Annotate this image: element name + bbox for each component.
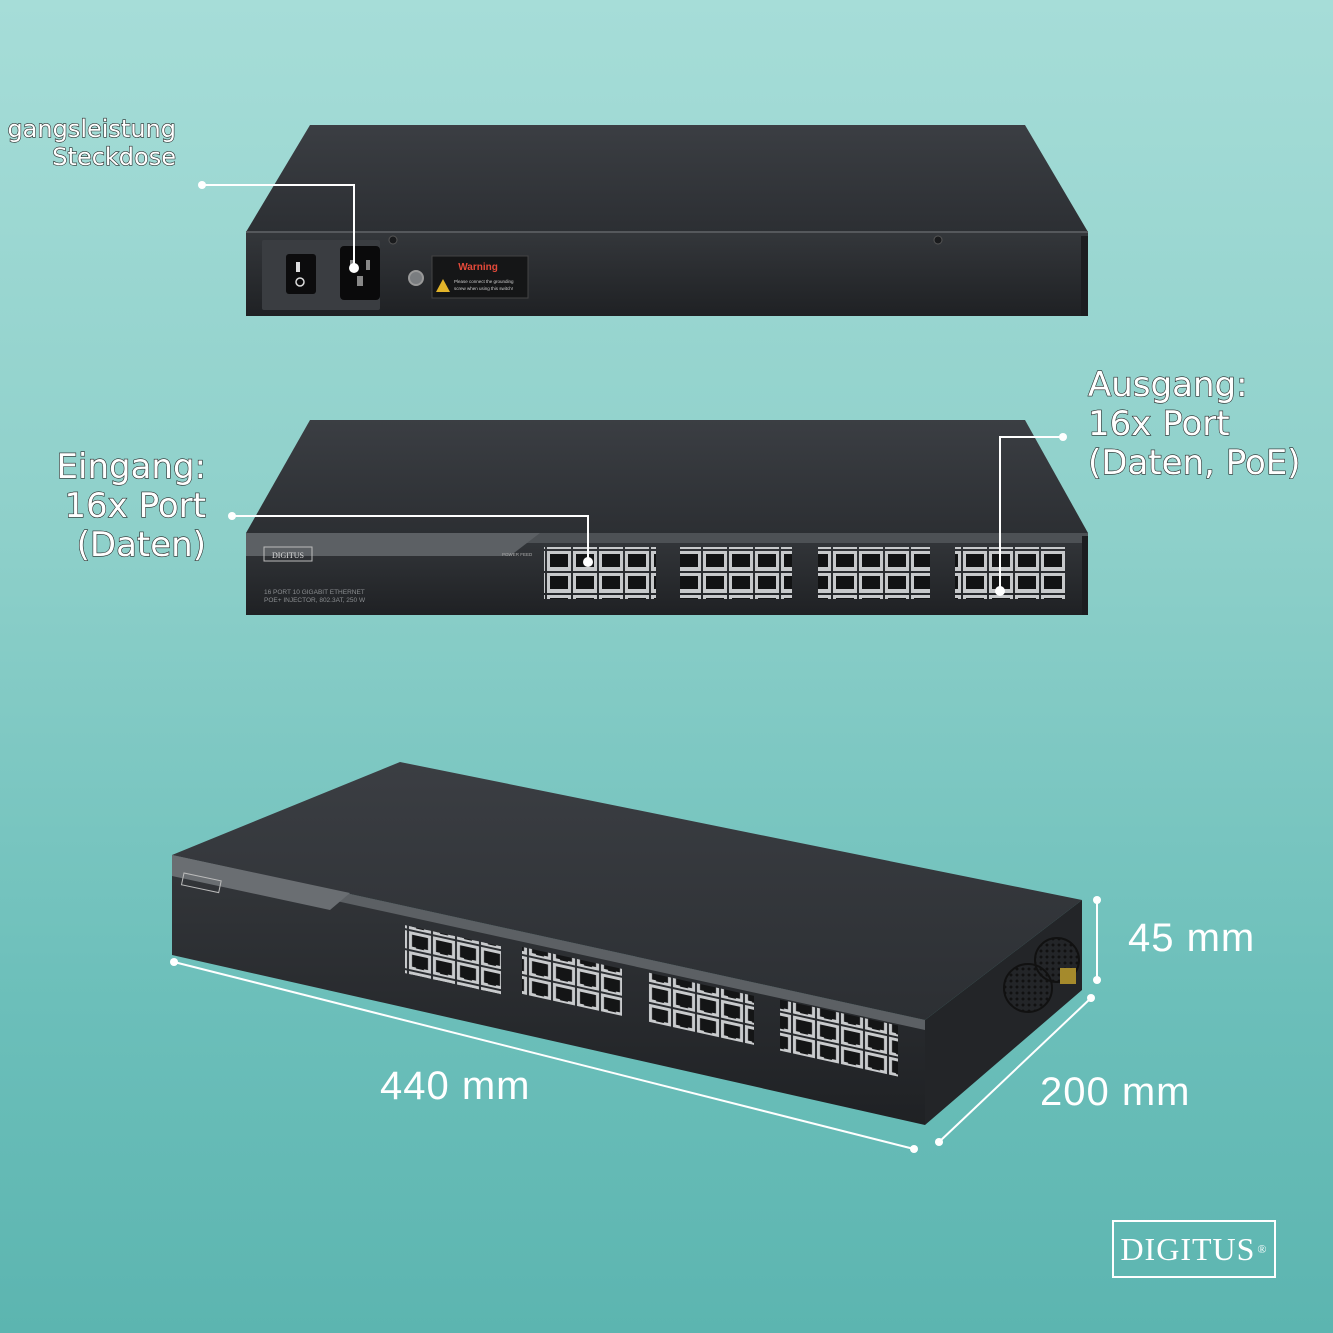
- port-block-2: [522, 946, 622, 1017]
- input-callout-line2: 16x Port: [64, 486, 207, 527]
- front-view-device: DIGITUS 16 PORT 10 GIGABIT ETHERNET POE+…: [246, 420, 1088, 615]
- power-callout-line2: Steckdose: [52, 142, 177, 171]
- port-block-3: [648, 972, 754, 1046]
- power-feed-label: POWER FEED: [502, 552, 533, 557]
- model-line-2: POE+ INJECTOR, 802.3AT, 250 W: [264, 597, 366, 604]
- warning-text-1: Please connect the grounding: [454, 279, 514, 284]
- output-callout-line: [995, 433, 1067, 596]
- input-callout-line1: Eingang:: [56, 447, 207, 487]
- power-socket-icon: [340, 246, 380, 300]
- port-block-4: [780, 999, 898, 1078]
- digitus-logo: DIGITUS®: [1112, 1220, 1276, 1278]
- output-callout: Ausgang: 16x Port (Daten, PoE): [1087, 365, 1328, 484]
- port-block-3: [818, 547, 930, 599]
- power-switch-icon: [286, 254, 316, 294]
- port-block-1: [544, 547, 656, 599]
- output-callout-line1: Ausgang:: [1087, 365, 1248, 405]
- warning-title: Warning: [458, 262, 498, 273]
- registered-mark: ®: [1257, 1241, 1268, 1256]
- port-block-2: [680, 547, 792, 599]
- output-callout-line2: 16x Port: [1087, 404, 1230, 445]
- digitus-logo-text: DIGITUS: [1120, 1230, 1256, 1267]
- brand-badge: [263, 546, 313, 562]
- power-callout-line1: gangsleistung: [7, 115, 177, 143]
- brand-badge-text: DIGITUS: [272, 551, 304, 560]
- dimension-lines: [170, 896, 1101, 1153]
- input-callout-line3: (Daten): [76, 525, 207, 566]
- input-callout-line: [228, 512, 593, 567]
- power-callout-line: [198, 181, 359, 273]
- dimension-depth: 200 mm: [1040, 1070, 1191, 1114]
- fan-icon: [1003, 963, 1053, 1013]
- warning-triangle-icon: [436, 279, 450, 292]
- input-callout: Eingang: 16x Port (Daten): [40, 447, 207, 566]
- dimension-height: 45 mm: [1128, 916, 1256, 960]
- output-callout-line3: (Daten, PoE): [1087, 443, 1301, 484]
- dimension-width: 440 mm: [380, 1064, 531, 1108]
- port-block-4: [955, 547, 1067, 599]
- warning-text-2: screw when using this switch!: [454, 286, 513, 291]
- ground-screw-icon: [408, 270, 424, 286]
- port-block-1: [405, 925, 501, 995]
- rear-view-device: Warning Please connect the grounding scr…: [246, 125, 1088, 316]
- perspective-device: [172, 762, 1082, 1125]
- brand-badge: [180, 872, 222, 894]
- model-line-1: 16 PORT 10 GIGABIT ETHERNET: [264, 589, 365, 596]
- power-callout: gangsleistung Steckdose: [0, 115, 177, 171]
